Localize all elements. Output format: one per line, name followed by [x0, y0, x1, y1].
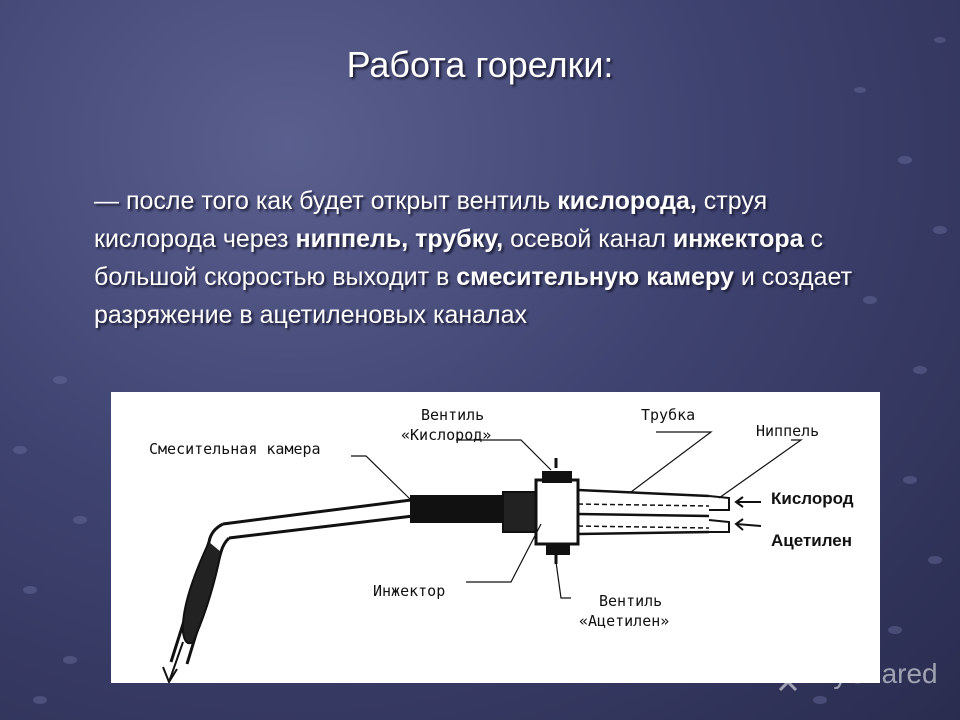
- text-run: осевой канал: [503, 225, 673, 253]
- text-run: — после того как будет открыт вентиль: [94, 187, 558, 215]
- slide-title: Работа горелки:: [346, 44, 614, 85]
- watermark: MyShared: [770, 656, 938, 692]
- label-mixing-chamber: Смесительная камера: [149, 440, 321, 458]
- label-valve-oxygen: Вентиль: [421, 406, 484, 424]
- text-run: и создает разряжение в ацетиленовых кана…: [94, 263, 853, 329]
- text-run-bold: смесительную камеру: [456, 263, 734, 291]
- text-run-bold: кислорода,: [557, 187, 697, 215]
- label-oxygen: Кислород: [771, 489, 854, 508]
- torch-diagram-drawing: Смесительная камера Вентиль «Кислород» Т…: [149, 406, 854, 683]
- label-valve-oxygen-name: «Кислород»: [401, 426, 491, 444]
- label-injector: Инжектор: [373, 582, 445, 600]
- text-run-bold: инжектора: [672, 225, 804, 253]
- label-valve-acetylene-name: «Ацетилен»: [579, 612, 669, 630]
- label-valve-acetylene: Вентиль: [599, 592, 662, 610]
- text-run: струя кислорода через: [94, 187, 768, 253]
- text-run-bold: ниппель, трубку,: [295, 225, 504, 253]
- torch-diagram: Смесительная камера Вентиль «Кислород» Т…: [111, 392, 880, 683]
- label-acetylene: Ацетилен: [771, 531, 852, 550]
- watermark-text: MyShared: [810, 658, 938, 689]
- projector-screen-icon: [772, 658, 804, 692]
- label-tube: Трубка: [641, 406, 695, 424]
- slide-paragraph: — после того как будет открыт вентиль ки…: [94, 182, 894, 334]
- text-run: с большой скоростью выходит в: [94, 225, 823, 291]
- label-nipple: Ниппель: [756, 422, 819, 440]
